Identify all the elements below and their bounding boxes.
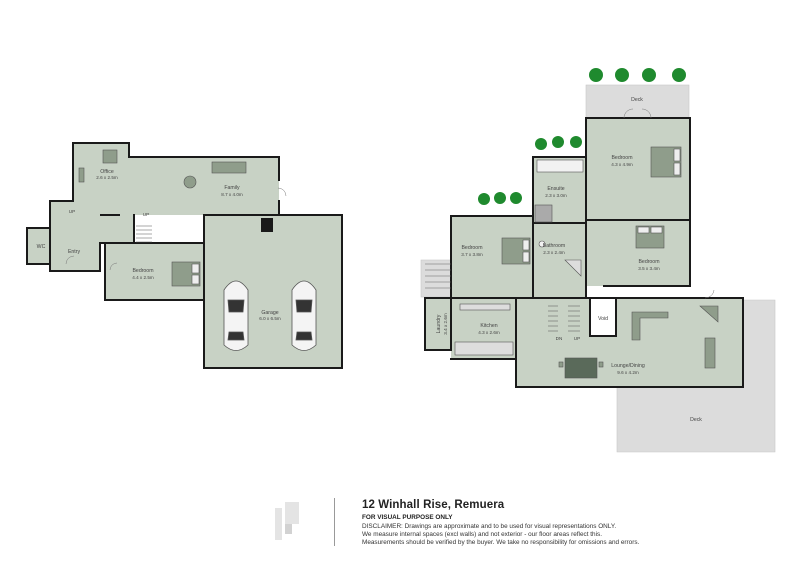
logo-icon <box>272 500 302 547</box>
room-dims-family: 8.7 x 4.0m <box>221 192 243 197</box>
car-icon <box>291 280 317 351</box>
bed-icon <box>501 237 531 265</box>
bed-icon <box>650 146 682 178</box>
room-dims-laundry: 3.4 x 2.6m <box>443 313 448 335</box>
bed-icon <box>635 225 665 249</box>
lower-floor <box>26 142 343 369</box>
bed-icon <box>171 261 201 287</box>
room-dims-bedroom-left: 3.7 x 3.8m <box>461 252 483 257</box>
dining-table-icon <box>558 357 604 379</box>
chair-icon <box>78 149 118 183</box>
sofa-icon <box>631 305 719 369</box>
disclaimer-line: DISCLAIMER: Drawings are approximate and… <box>362 523 617 530</box>
room-label-deck-bottom: Deck <box>690 417 702 423</box>
car-icon <box>223 280 249 351</box>
room-label-lounge: Lounge/Dining <box>611 363 645 369</box>
property-address: 12 Winhall Rise, Remuera <box>362 499 505 511</box>
stair-up-label: UP <box>574 336 580 341</box>
room-label-bedroom-right: Bedroom <box>638 259 659 265</box>
stairs-upper <box>548 305 580 332</box>
stair-down-label: DN <box>556 336 563 341</box>
room-dims-bedroom-master: 4.3 x 4.9m <box>611 162 633 167</box>
room-label-office: Office <box>100 169 114 175</box>
room-label-garage: Garage <box>261 310 278 316</box>
room-label-void: Void <box>598 316 608 322</box>
tree-icon <box>478 68 686 205</box>
upper-floor <box>420 68 776 453</box>
room-dims-office: 2.6 x 2.5m <box>96 175 118 180</box>
room-dims-lounge: 9.6 x 4.2m <box>617 370 639 375</box>
room-dims-ensuite: 2.3 x 3.0m <box>545 193 567 198</box>
room-label-wc: WC <box>37 244 46 250</box>
room-label-ensuite: Ensuite <box>547 186 564 192</box>
room-label-bedroom-master: Bedroom <box>611 155 632 161</box>
room-label-bedroom-left: Bedroom <box>461 245 482 251</box>
stair-up-label: UP <box>143 212 149 217</box>
room-label-family: Family <box>224 185 240 191</box>
footer-divider <box>334 498 335 546</box>
stairs-lower <box>136 225 152 243</box>
disclaimer-line: We measure internal spaces (excl walls) … <box>362 531 602 538</box>
room-label-bathroom: Bathroom <box>543 243 566 249</box>
room-label-bedroom-lower: Bedroom <box>132 268 153 274</box>
room-dims-kitchen: 4.3 x 2.6m <box>478 330 500 335</box>
room-label-kitchen: Kitchen <box>480 323 497 329</box>
room-dims-bathroom: 2.3 x 2.4m <box>543 250 565 255</box>
room-dims-bedroom-right: 3.5 x 3.4m <box>638 266 660 271</box>
room-dims-garage: 6.0 x 6.5m <box>259 316 281 321</box>
room-dims-bedroom-lower: 4.4 x 2.5m <box>132 275 154 280</box>
visual-purpose-note: FOR VISUAL PURPOSE ONLY <box>362 514 453 521</box>
sofa-icon <box>183 161 247 189</box>
room-label-laundry: Laundry <box>436 314 442 333</box>
room-label-entry: Entry <box>68 249 81 255</box>
disclaimer-line: Measurements should be verified by the b… <box>362 539 640 546</box>
stair-up-label: UP <box>69 209 75 214</box>
floor-plan: Office 2.6 x 2.5m Family 8.7 x 4.0m WC E… <box>26 68 776 453</box>
room-label-deck-top: Deck <box>631 97 643 103</box>
